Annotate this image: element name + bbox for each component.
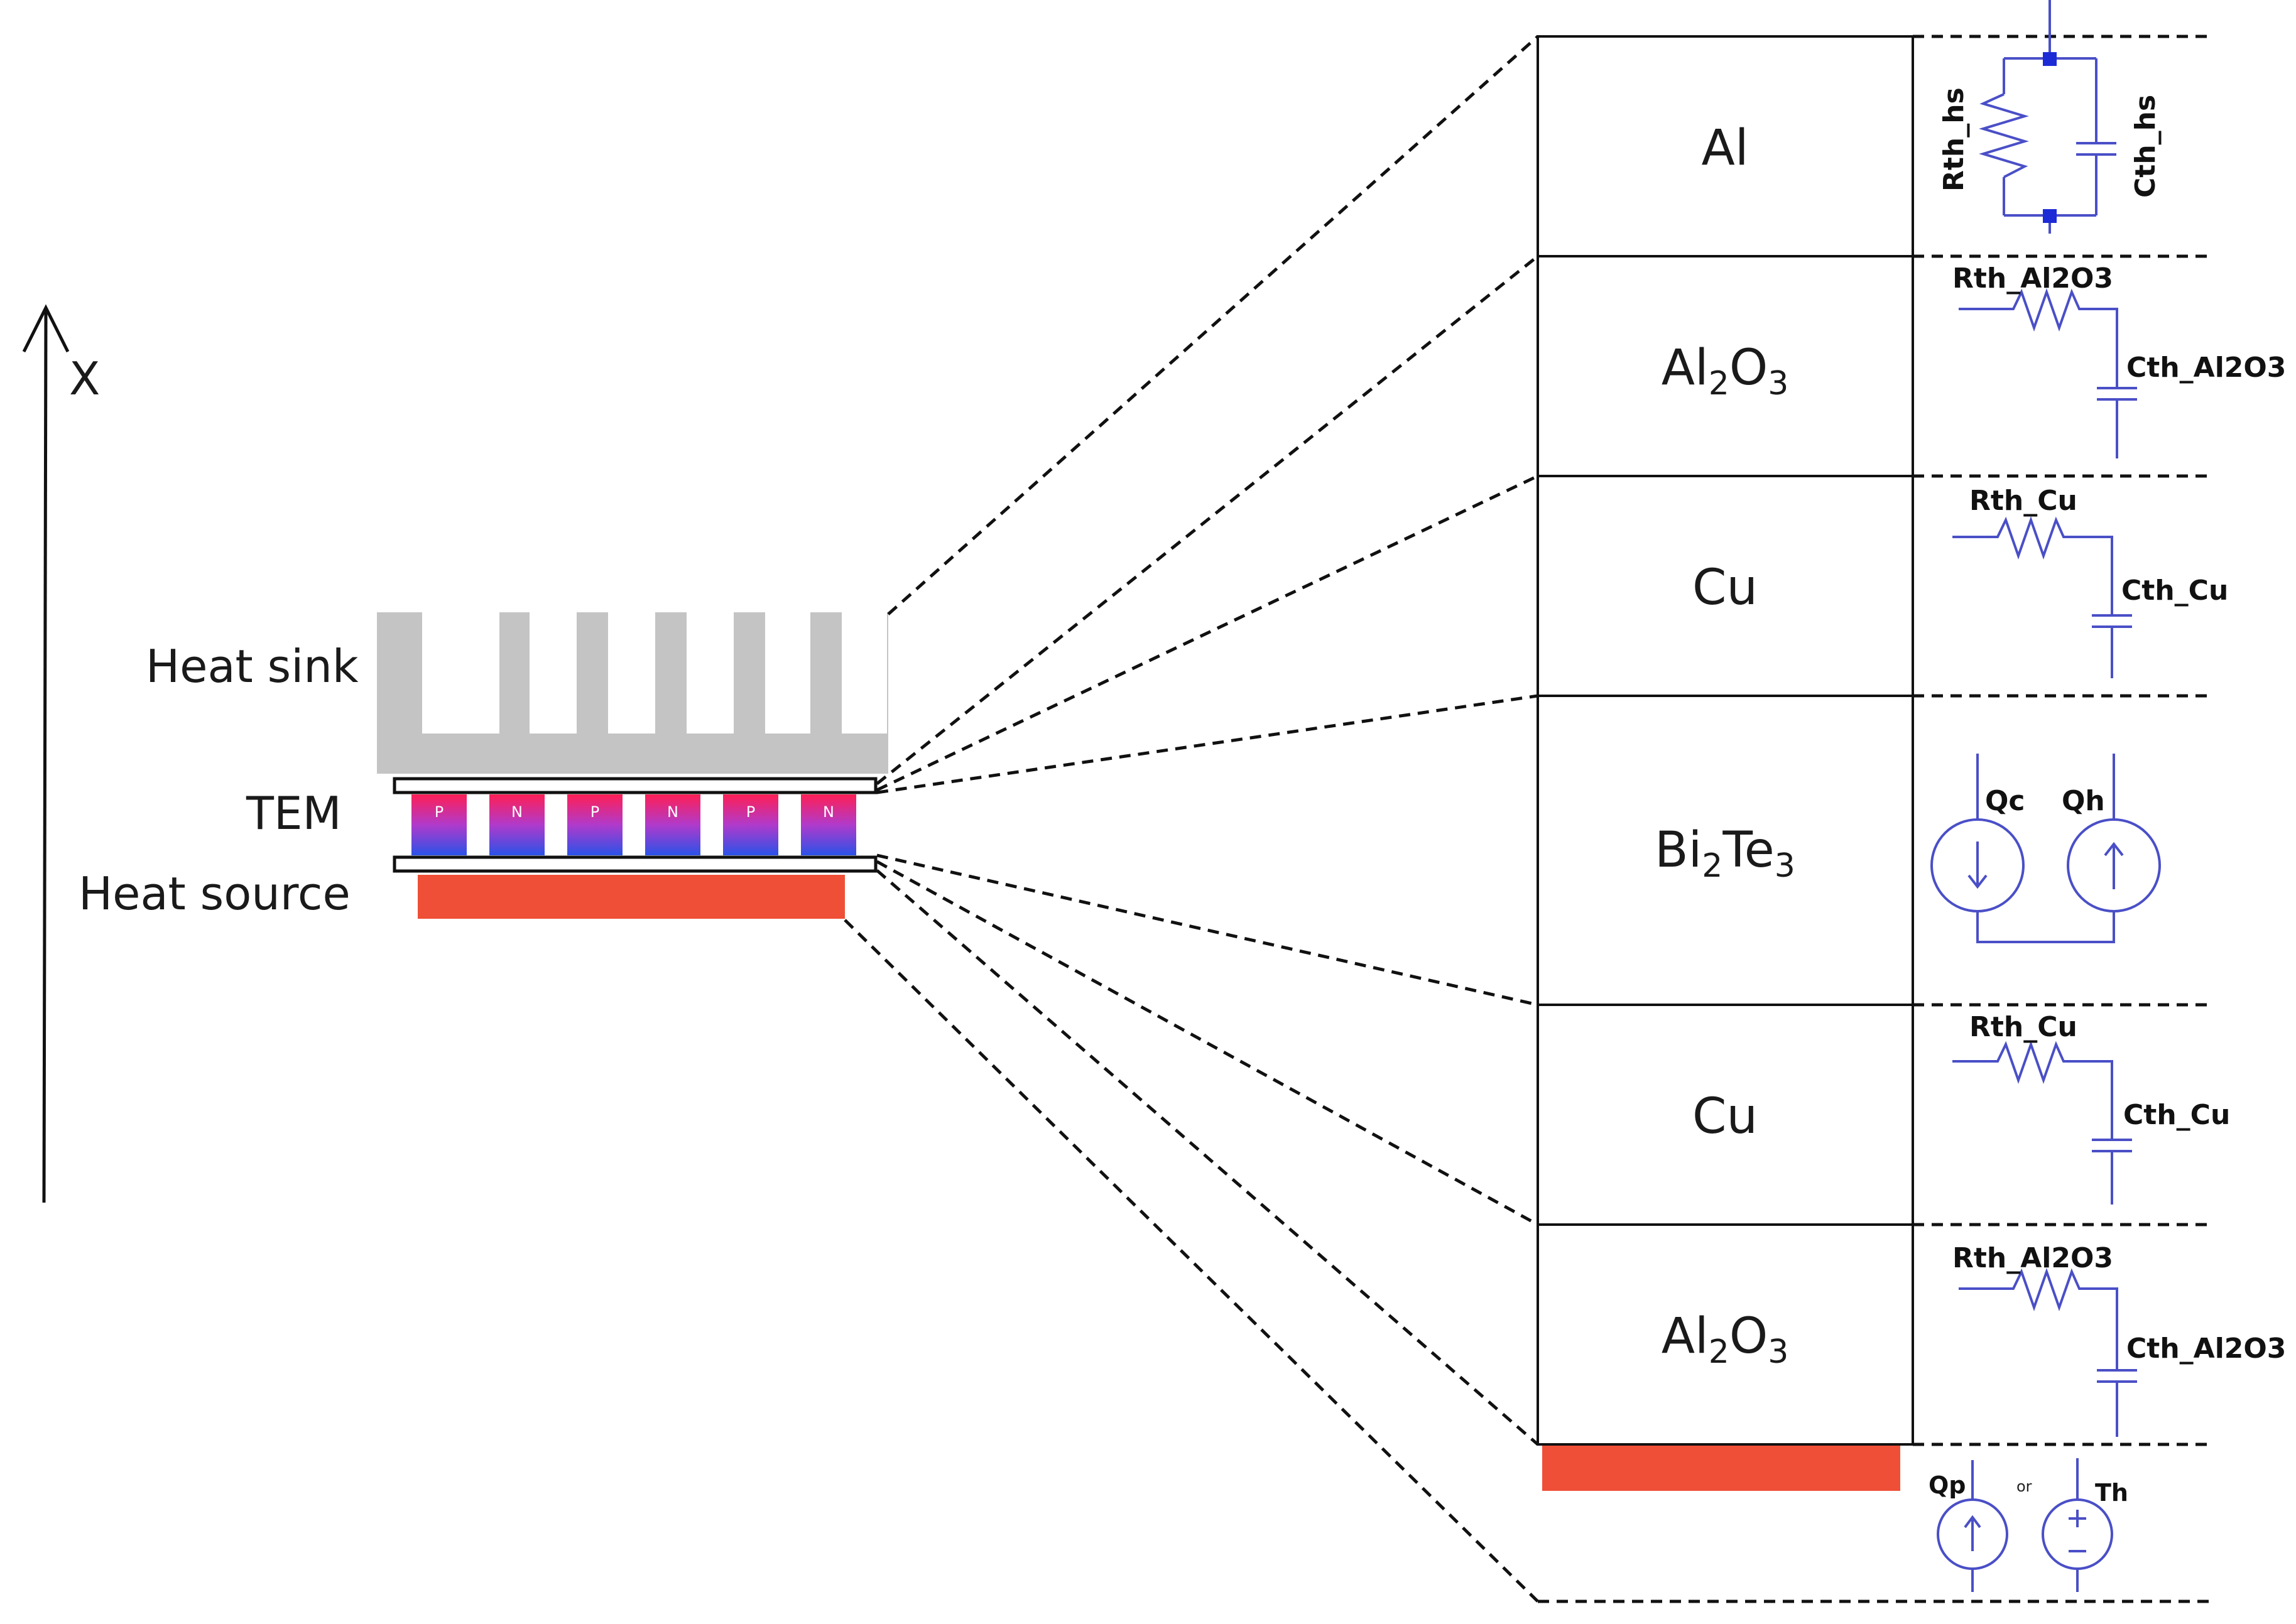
tem-top-plate: [393, 777, 878, 794]
tem-leg: [489, 794, 545, 855]
or-label: or: [2016, 1478, 2032, 1495]
tem-leg: [723, 794, 778, 855]
tem-leg-label: N: [511, 803, 523, 821]
rth-al2o3-top-label: Rth_Al2O3: [1952, 263, 2113, 295]
layer-al2o3-bottom: [1537, 1223, 1914, 1446]
layer-bi2te3: [1537, 695, 1914, 1006]
circuit-cu-top: Rth_Cu Cth_Cu: [1952, 485, 2228, 678]
th-label: Th: [2095, 1479, 2128, 1507]
circuit-source: Qp or Th: [1929, 1458, 2128, 1592]
layer-boundary-lines: [1538, 35, 2214, 1603]
layer-label-al2o3-bottom: Al2O3: [1662, 1308, 1789, 1371]
layer-label-bi2te3: Bi2Te3: [1655, 822, 1795, 885]
cth-al2o3-top-label: Cth_Al2O3: [2126, 352, 2286, 384]
projection-lines: [844, 35, 1539, 1603]
heat-source-label: Heat source: [79, 867, 351, 920]
tem-label: TEM: [246, 787, 342, 840]
resistor-hs: [1979, 93, 2029, 178]
rth-cu-bottom-label: Rth_Cu: [1969, 1011, 2077, 1043]
heat-source-block: [418, 875, 845, 919]
resistor-al2o3-top: [1959, 288, 2118, 388]
circuit-al2o3-top: Rth_Al2O3 Cth_Al2O3: [1952, 263, 2286, 458]
circuit-cu-bottom: Rth_Cu Cth_Cu: [1952, 1011, 2230, 1204]
rth-hs-label: Rth_hs: [1938, 87, 1970, 192]
tem-leg-label: P: [435, 803, 443, 821]
cth-cu-top-label: Cth_Cu: [2121, 575, 2228, 607]
tem-leg: [801, 794, 856, 855]
layer-label-cu-bottom: Cu: [1692, 1088, 1758, 1145]
circuit-bi2te3: Qc Qh: [1930, 754, 2161, 943]
qc-label: Qc: [1985, 785, 2025, 817]
cth-hs-label: Cth_hs: [2130, 95, 2162, 198]
resistor-al2o3-bottom: [1959, 1267, 2118, 1370]
heat-source-block-detail: [1542, 1446, 1900, 1491]
layer-label-al2o3-top: Al2O3: [1662, 340, 1789, 403]
qh-label: Qh: [2062, 785, 2105, 817]
layer-stack: Al Al2O3 Cu Bi2Te3 Cu Al2O3: [1537, 35, 1914, 1446]
resistor-cu-top: [1952, 516, 2113, 615]
tem-bottom-plate: [393, 855, 878, 873]
tem-leg: [567, 794, 623, 855]
tem-leg-label: N: [667, 803, 678, 821]
x-axis: X: [22, 304, 100, 1203]
heat-sink-label: Heat sink: [146, 640, 359, 693]
tem-leg: [645, 794, 700, 855]
cth-al2o3-bottom-label: Cth_Al2O3: [2126, 1333, 2286, 1365]
x-axis-label: X: [69, 352, 100, 405]
circuit-heat-sink: Rth_hs Cth_hs: [1938, 0, 2162, 234]
resistor-cu-bottom: [1952, 1040, 2113, 1140]
layer-label-cu-top: Cu: [1692, 560, 1758, 616]
heat-sink: [377, 612, 888, 774]
tem-leg-label: P: [746, 803, 755, 821]
layer-cu-bottom: [1537, 1004, 1914, 1226]
tem-leg-label: P: [590, 803, 599, 821]
circuit-al2o3-bottom: Rth_Al2O3 Cth_Al2O3: [1952, 1242, 2286, 1437]
tem-leg: [411, 794, 467, 855]
layer-al2o3-top: [1537, 255, 1914, 477]
layer-cu-top: [1537, 475, 1914, 697]
tem-leg-label: N: [823, 803, 834, 821]
rth-al2o3-bottom-label: Rth_Al2O3: [1952, 1242, 2113, 1274]
current-source-qh: [2067, 818, 2161, 912]
layer-label-al: Al: [1701, 120, 1748, 176]
layer-al: [1537, 35, 1914, 257]
rth-cu-top-label: Rth_Cu: [1969, 485, 2077, 517]
cth-cu-bottom-label: Cth_Cu: [2123, 1099, 2230, 1131]
qp-label: Qp: [1929, 1471, 1966, 1499]
